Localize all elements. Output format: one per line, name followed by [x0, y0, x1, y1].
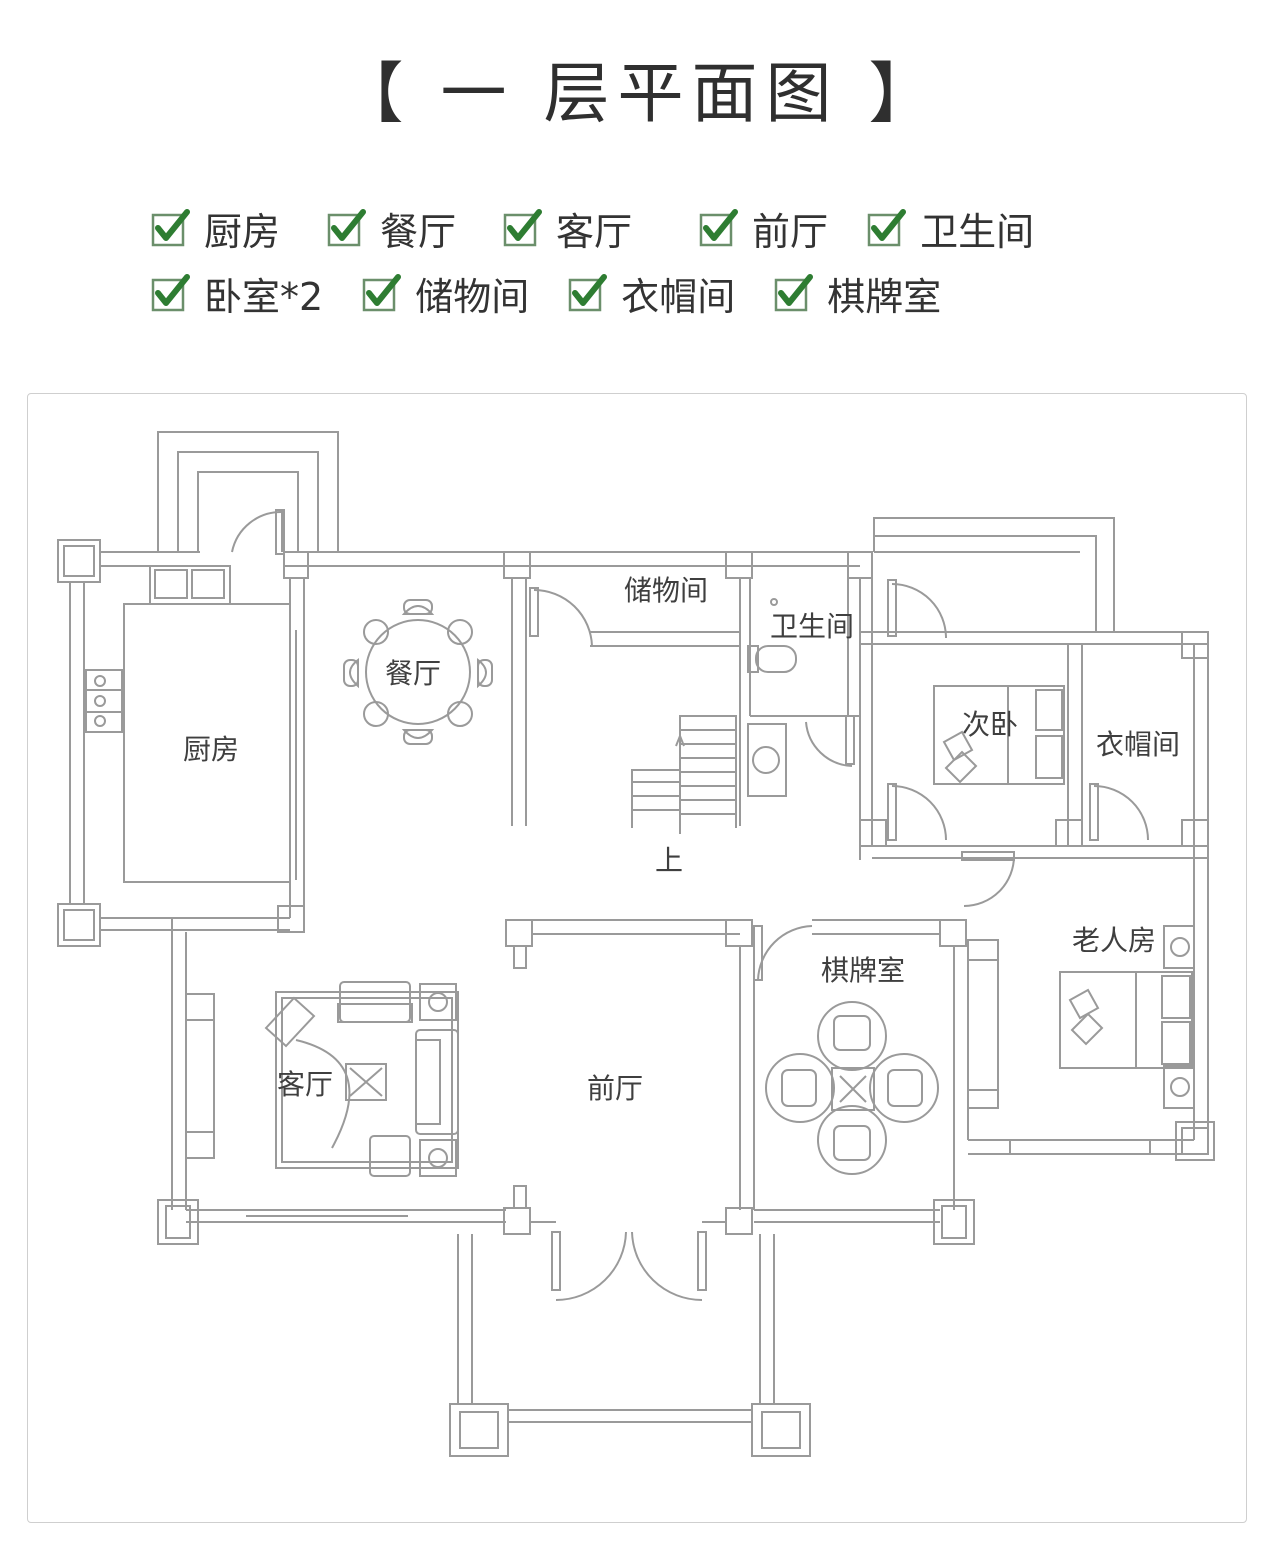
- label-stairs-up: 上: [655, 844, 683, 877]
- feature-item: 卧室*2: [150, 266, 323, 321]
- elder-room-walls: [953, 925, 1215, 1210]
- feature-row-1: 厨房 餐厅 客厅 前厅 卫生间: [150, 198, 1150, 258]
- feature-label: 储物间: [415, 274, 530, 319]
- bedroom-wing-walls: [859, 517, 1209, 1140]
- label-second-bedroom: 次卧: [962, 708, 1018, 741]
- feature-item: 储物间: [361, 266, 529, 321]
- page-title: 【 一 层平面图 】: [337, 55, 943, 132]
- living-room-furniture: [185, 981, 459, 1177]
- label-elder-room: 老人房: [1072, 924, 1156, 957]
- bottom-walls: [157, 1185, 975, 1245]
- entrance-doors: [530, 1221, 726, 1301]
- feature-item: 厨房: [150, 201, 280, 256]
- bathroom-walls: [747, 578, 861, 860]
- feature-item: 棋牌室: [773, 266, 941, 321]
- feature-label: 餐厅: [380, 209, 457, 254]
- checkbox-checked-icon: [867, 209, 907, 247]
- feature-item: 前厅: [698, 201, 828, 256]
- dining-table: [343, 599, 493, 745]
- checkbox-checked-icon: [774, 274, 814, 312]
- kitchen-dining-wall: [289, 578, 305, 918]
- top-walls: [283, 551, 873, 579]
- feature-item: 卫生间: [866, 201, 1034, 256]
- corridor-door: [961, 851, 1015, 907]
- floor-plan-frame: [27, 393, 1247, 1523]
- checkbox-checked-icon: [503, 209, 543, 247]
- checkbox-checked-icon: [151, 274, 190, 312]
- label-dining: 餐厅: [385, 657, 441, 690]
- feature-label: 衣帽间: [621, 274, 736, 319]
- feature-label: 前厅: [752, 209, 829, 254]
- second-bedroom-bed: [933, 685, 1065, 785]
- rear-porch: [157, 431, 339, 552]
- checkbox-checked-icon: [699, 209, 739, 247]
- label-storage: 储物间: [624, 574, 708, 607]
- staircase: [631, 715, 737, 834]
- feature-list: 厨房 餐厅 客厅 前厅 卫生间 卧室*2 储物间 衣帽间: [150, 198, 1150, 328]
- column: [277, 905, 305, 933]
- label-bathroom: 卫生间: [770, 610, 854, 643]
- feature-row-2: 卧室*2 储物间 衣帽间 棋牌室: [150, 263, 1150, 323]
- front-porch: [449, 1234, 811, 1457]
- room-labels: 厨房 餐厅 储物间 卫生间 次卧 衣帽间 上 客厅 前厅 棋牌室 老人房: [183, 574, 1180, 1105]
- feature-item: 衣帽间: [567, 266, 735, 321]
- checkbox-checked-icon: [151, 209, 190, 247]
- rear-door: [231, 509, 285, 555]
- chess-table: [765, 1001, 939, 1175]
- feature-label: 卧室*2: [204, 274, 324, 319]
- checkbox-checked-icon: [327, 209, 367, 247]
- feature-item: 餐厅: [326, 201, 456, 256]
- kitchen-walls: [57, 539, 291, 947]
- feature-label: 客厅: [556, 209, 633, 254]
- feature-label: 厨房: [204, 209, 281, 254]
- label-chess-room: 棋牌室: [821, 954, 905, 987]
- label-foyer: 前厅: [587, 1072, 643, 1105]
- feature-label: 卫生间: [920, 209, 1035, 254]
- feature-item: 客厅: [502, 201, 632, 256]
- label-cloakroom: 衣帽间: [1096, 728, 1180, 761]
- feature-label: 棋牌室: [827, 274, 942, 319]
- checkbox-checked-icon: [362, 274, 402, 312]
- label-living: 客厅: [277, 1068, 333, 1101]
- label-kitchen: 厨房: [183, 733, 239, 766]
- checkbox-checked-icon: [568, 274, 608, 312]
